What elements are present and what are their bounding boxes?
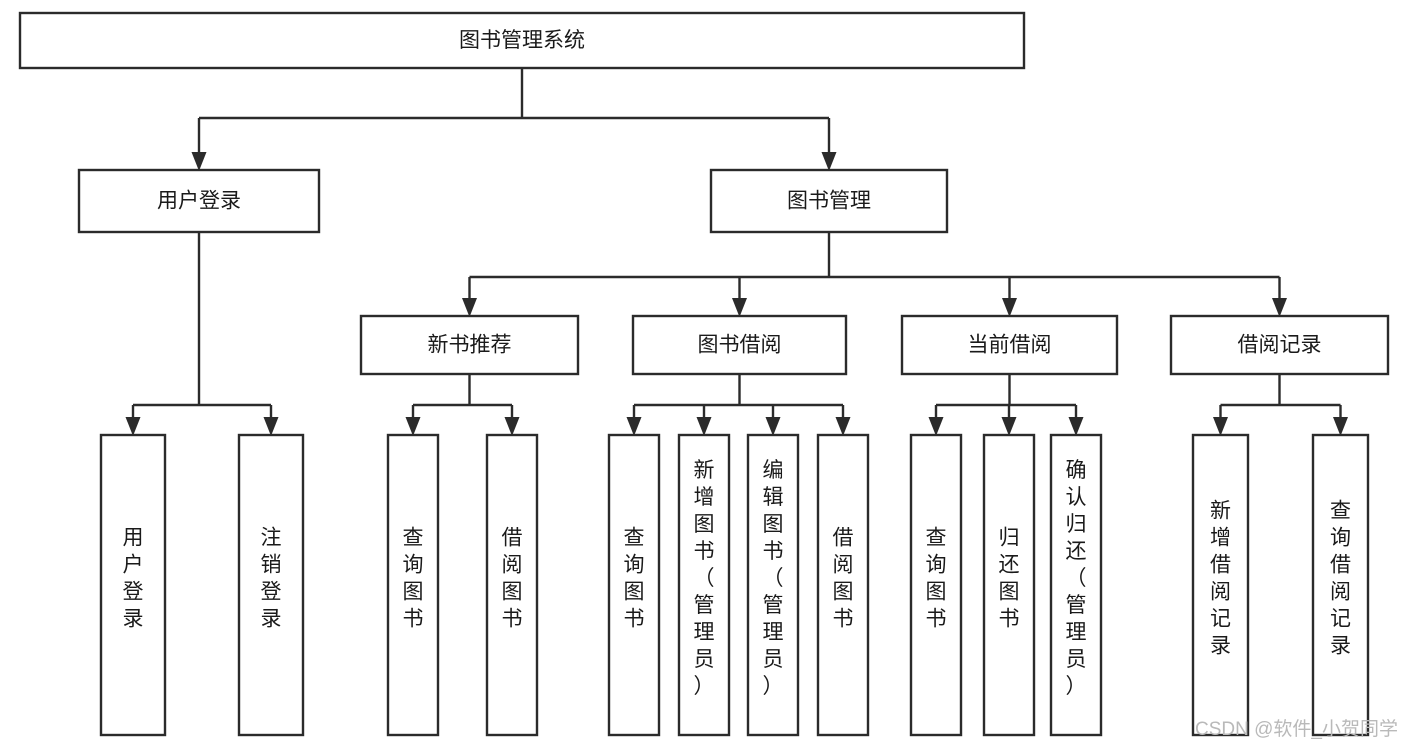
- node-nb-query-book[interactable]: 查询图书: [386, 433, 440, 737]
- node-br-add-record[interactable]: 新增借阅记录: [1191, 433, 1250, 737]
- node-leaf-user-login[interactable]: 用户登录: [99, 433, 167, 737]
- node-user-login[interactable]: 用户登录: [77, 168, 321, 234]
- node-box-nb-query-book[interactable]: [386, 433, 440, 737]
- arrow-head-icon: [835, 417, 851, 436]
- node-box-nb-borrow-book[interactable]: [485, 433, 539, 737]
- arrow-head-icon: [405, 417, 421, 436]
- arrow-head-icon: [191, 152, 207, 171]
- node-label-current-borrow: 当前借阅: [968, 334, 1052, 357]
- node-new-book-recommend[interactable]: 新书推荐: [359, 314, 580, 376]
- node-box-leaf-user-login[interactable]: [99, 433, 167, 737]
- node-nb-borrow-book[interactable]: 借阅图书: [485, 433, 539, 737]
- node-label-cb-return-book: 归还图书: [999, 527, 1020, 631]
- node-cb-confirm-return[interactable]: 确认归还（管理员）: [1049, 433, 1103, 737]
- node-label-bb-query-book: 查询图书: [624, 527, 645, 631]
- arrow-head-icon: [263, 417, 279, 436]
- node-cb-return-book[interactable]: 归还图书: [982, 433, 1036, 737]
- node-label-cb-confirm-return: 确认归还（管理员）: [1066, 459, 1087, 698]
- node-current-borrow[interactable]: 当前借阅: [900, 314, 1119, 376]
- arrow-head-icon: [125, 417, 141, 436]
- node-box-book-borrow[interactable]: [631, 314, 848, 376]
- node-box-cb-query-book[interactable]: [909, 433, 963, 737]
- arrow-head-icon: [765, 417, 781, 436]
- node-box-root[interactable]: [18, 11, 1026, 70]
- node-label-new-book-recommend: 新书推荐: [428, 334, 512, 357]
- node-leaf-logout[interactable]: 注销登录: [237, 433, 305, 737]
- node-box-bb-add-book[interactable]: [677, 433, 731, 737]
- node-label-user-login: 用户登录: [157, 190, 241, 213]
- node-label-book-borrow: 图书借阅: [698, 334, 782, 357]
- node-label-bb-add-book: 新增图书（管理员）: [694, 459, 715, 698]
- arrow-head-icon: [1272, 298, 1287, 317]
- csdn-watermark: CSDN @软件_小贺同学: [1195, 718, 1398, 740]
- node-box-bb-query-book[interactable]: [607, 433, 661, 737]
- node-label-borrow-record: 借阅记录: [1238, 334, 1322, 357]
- node-box-bb-edit-book[interactable]: [746, 433, 800, 737]
- arrow-head-icon: [821, 152, 837, 171]
- node-box-borrow-record[interactable]: [1169, 314, 1390, 376]
- node-bb-query-book[interactable]: 查询图书: [607, 433, 661, 737]
- node-box-current-borrow[interactable]: [900, 314, 1119, 376]
- node-label-br-add-record: 新增借阅记录: [1210, 500, 1231, 658]
- arrow-head-icon: [1213, 417, 1228, 436]
- node-box-br-query-record[interactable]: [1311, 433, 1370, 737]
- arrow-head-icon: [1002, 298, 1017, 317]
- node-layer: 图书管理系统用户登录用户登录注销登录图书管理新书推荐查询图书借阅图书图书借阅查询…: [18, 11, 1390, 737]
- node-cb-query-book[interactable]: 查询图书: [909, 433, 963, 737]
- node-label-cb-query-book: 查询图书: [926, 527, 947, 631]
- node-box-book-manage[interactable]: [709, 168, 949, 234]
- node-label-nb-borrow-book: 借阅图书: [502, 527, 523, 631]
- connector-layer: [125, 68, 1348, 436]
- node-borrow-record[interactable]: 借阅记录: [1169, 314, 1390, 376]
- node-label-leaf-logout: 注销登录: [261, 527, 282, 631]
- arrow-head-icon: [732, 298, 747, 317]
- arrow-head-icon: [1068, 417, 1084, 436]
- node-book-borrow[interactable]: 图书借阅: [631, 314, 848, 376]
- node-root[interactable]: 图书管理系统: [18, 11, 1026, 70]
- node-bb-borrow-book[interactable]: 借阅图书: [816, 433, 870, 737]
- arrow-head-icon: [696, 417, 712, 436]
- arrow-head-icon: [1001, 417, 1017, 436]
- arrow-head-icon: [928, 417, 944, 436]
- node-box-cb-confirm-return[interactable]: [1049, 433, 1103, 737]
- node-box-leaf-logout[interactable]: [237, 433, 305, 737]
- node-label-book-manage: 图书管理: [787, 190, 871, 213]
- node-label-bb-borrow-book: 借阅图书: [833, 527, 854, 631]
- node-bb-edit-book[interactable]: 编辑图书（管理员）: [746, 433, 800, 737]
- node-bb-add-book[interactable]: 新增图书（管理员）: [677, 433, 731, 737]
- node-box-new-book-recommend[interactable]: [359, 314, 580, 376]
- node-label-br-query-record: 查询借阅记录: [1330, 500, 1351, 658]
- arrow-head-icon: [462, 298, 477, 317]
- node-label-nb-query-book: 查询图书: [403, 527, 424, 631]
- node-label-leaf-user-login: 用户登录: [123, 527, 144, 631]
- node-box-br-add-record[interactable]: [1191, 433, 1250, 737]
- arrow-head-icon: [504, 417, 520, 436]
- arrow-head-icon: [626, 417, 642, 436]
- node-label-root: 图书管理系统: [459, 29, 585, 52]
- node-box-user-login[interactable]: [77, 168, 321, 234]
- node-book-manage[interactable]: 图书管理: [709, 168, 949, 234]
- node-box-cb-return-book[interactable]: [982, 433, 1036, 737]
- arrow-head-icon: [1333, 417, 1348, 436]
- node-box-bb-borrow-book[interactable]: [816, 433, 870, 737]
- node-br-query-record[interactable]: 查询借阅记录: [1311, 433, 1370, 737]
- node-label-bb-edit-book: 编辑图书（管理员）: [763, 459, 784, 698]
